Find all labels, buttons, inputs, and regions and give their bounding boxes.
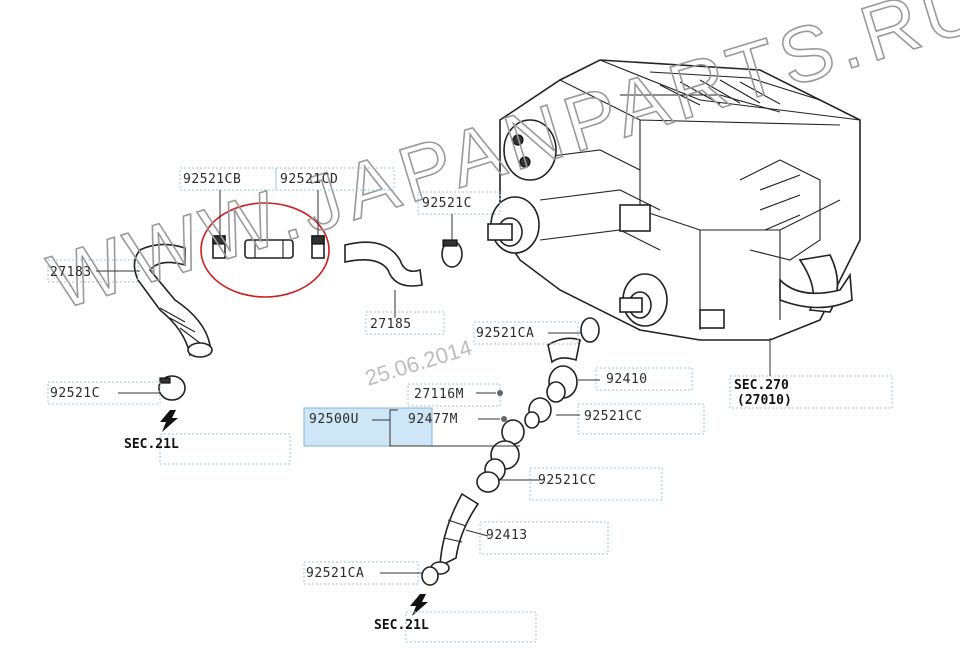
label-27185: 27185 [370, 317, 412, 332]
label-92521cc-b: 92521CC [538, 473, 596, 488]
label-92521ca-bottom: 92521CA [306, 566, 364, 581]
screw-27116m [497, 390, 503, 396]
label-92521cd: 92521CD [280, 172, 338, 187]
clamp-92521c-top [441, 239, 463, 268]
label-92521cc-a: 92521CC [584, 409, 642, 424]
clamp-92521c-left [158, 375, 186, 401]
label-92521ca-mid: 92521CA [476, 326, 534, 341]
red-highlight-circle [200, 202, 330, 298]
label-sec270: SEC.270 [734, 378, 789, 393]
heater-unit-assembly [487, 59, 861, 341]
hose-92413 [421, 492, 480, 586]
label-27116m: 27116M [414, 387, 464, 402]
label-sec270-ref: (27010) [737, 393, 792, 408]
arrow-sec21l-left [160, 410, 178, 432]
label-92500u[interactable]: 92500U [309, 412, 359, 427]
screw-92477m [501, 416, 507, 422]
label-27183: 27183 [50, 265, 92, 280]
label-sec21l-left: SEC.21L [124, 437, 179, 452]
fittings-group-circled [212, 235, 325, 259]
label-92413: 92413 [486, 528, 528, 543]
label-92521c-top: 92521C [422, 196, 472, 211]
hose-27185 [344, 241, 423, 287]
label-92521cb: 92521CB [183, 172, 241, 187]
label-sec21l-bottom: SEC.21L [374, 618, 429, 633]
highlight-92500u[interactable] [303, 407, 433, 447]
label-92521c-left: 92521C [50, 386, 100, 401]
datestamp: 25.06.2014 [362, 335, 475, 391]
arrow-sec21l-bottom [410, 594, 428, 616]
label-92477m: 92477M [408, 412, 458, 427]
label-92410: 92410 [606, 372, 648, 387]
